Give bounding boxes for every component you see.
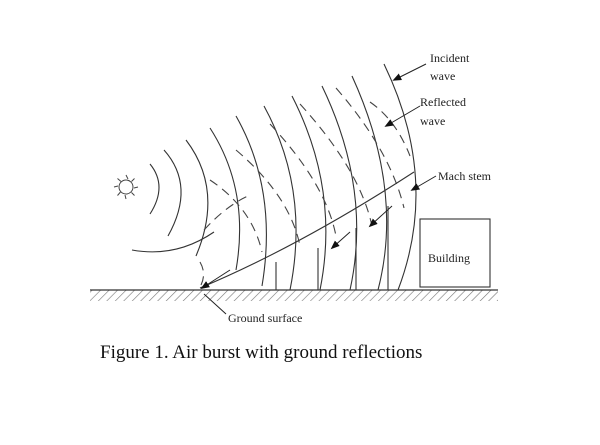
reflected-label-line2: wave xyxy=(420,114,445,128)
reflected-label-line1: Reflected xyxy=(420,95,466,109)
building xyxy=(419,218,491,288)
propagation-arrows xyxy=(200,205,393,289)
ground-surface-leader xyxy=(203,293,227,315)
triple-point-path xyxy=(199,171,415,290)
explosion-burst-icon xyxy=(113,174,139,200)
ground-hatching xyxy=(90,290,498,301)
figure-caption: Figure 1. Air burst with ground reflecti… xyxy=(100,342,422,363)
building-label: Building xyxy=(428,251,470,265)
mach-stem-leader xyxy=(410,175,437,191)
ground-surface-label: Ground surface xyxy=(228,311,302,325)
incident-wave-leader xyxy=(392,63,427,81)
incident-label-line1: Incident xyxy=(430,51,470,65)
incident-wave-fronts xyxy=(131,63,417,291)
mach-stem-label: Mach stem xyxy=(438,169,492,183)
reflected-wave-leader xyxy=(384,105,421,127)
reflected-wave-fronts xyxy=(197,87,411,291)
incident-label-line2: wave xyxy=(430,69,455,83)
